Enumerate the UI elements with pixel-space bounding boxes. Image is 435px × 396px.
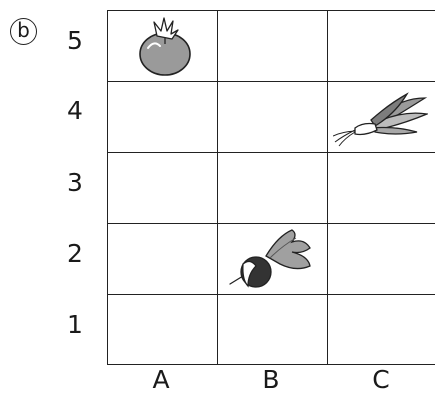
tomato-icon bbox=[136, 14, 196, 82]
grid-line-col-a-b bbox=[217, 11, 218, 364]
grid-line-row-3-2 bbox=[108, 223, 435, 224]
row-label-5: 5 bbox=[62, 28, 88, 53]
row-label-2: 2 bbox=[62, 241, 88, 266]
grid-line-row-2-1 bbox=[108, 294, 435, 295]
green-onion-icon bbox=[333, 92, 428, 156]
row-label-4: 4 bbox=[62, 98, 88, 123]
row-label-1: 1 bbox=[62, 312, 88, 337]
grid-line-col-b-c bbox=[327, 11, 328, 364]
col-label-c: C bbox=[361, 367, 401, 392]
panel-label-badge: b bbox=[10, 18, 37, 45]
col-label-b: B bbox=[251, 367, 291, 392]
panel-label-text: b bbox=[17, 20, 30, 40]
radish-icon bbox=[226, 226, 320, 294]
col-label-a: A bbox=[141, 367, 181, 392]
row-label-3: 3 bbox=[62, 170, 88, 195]
